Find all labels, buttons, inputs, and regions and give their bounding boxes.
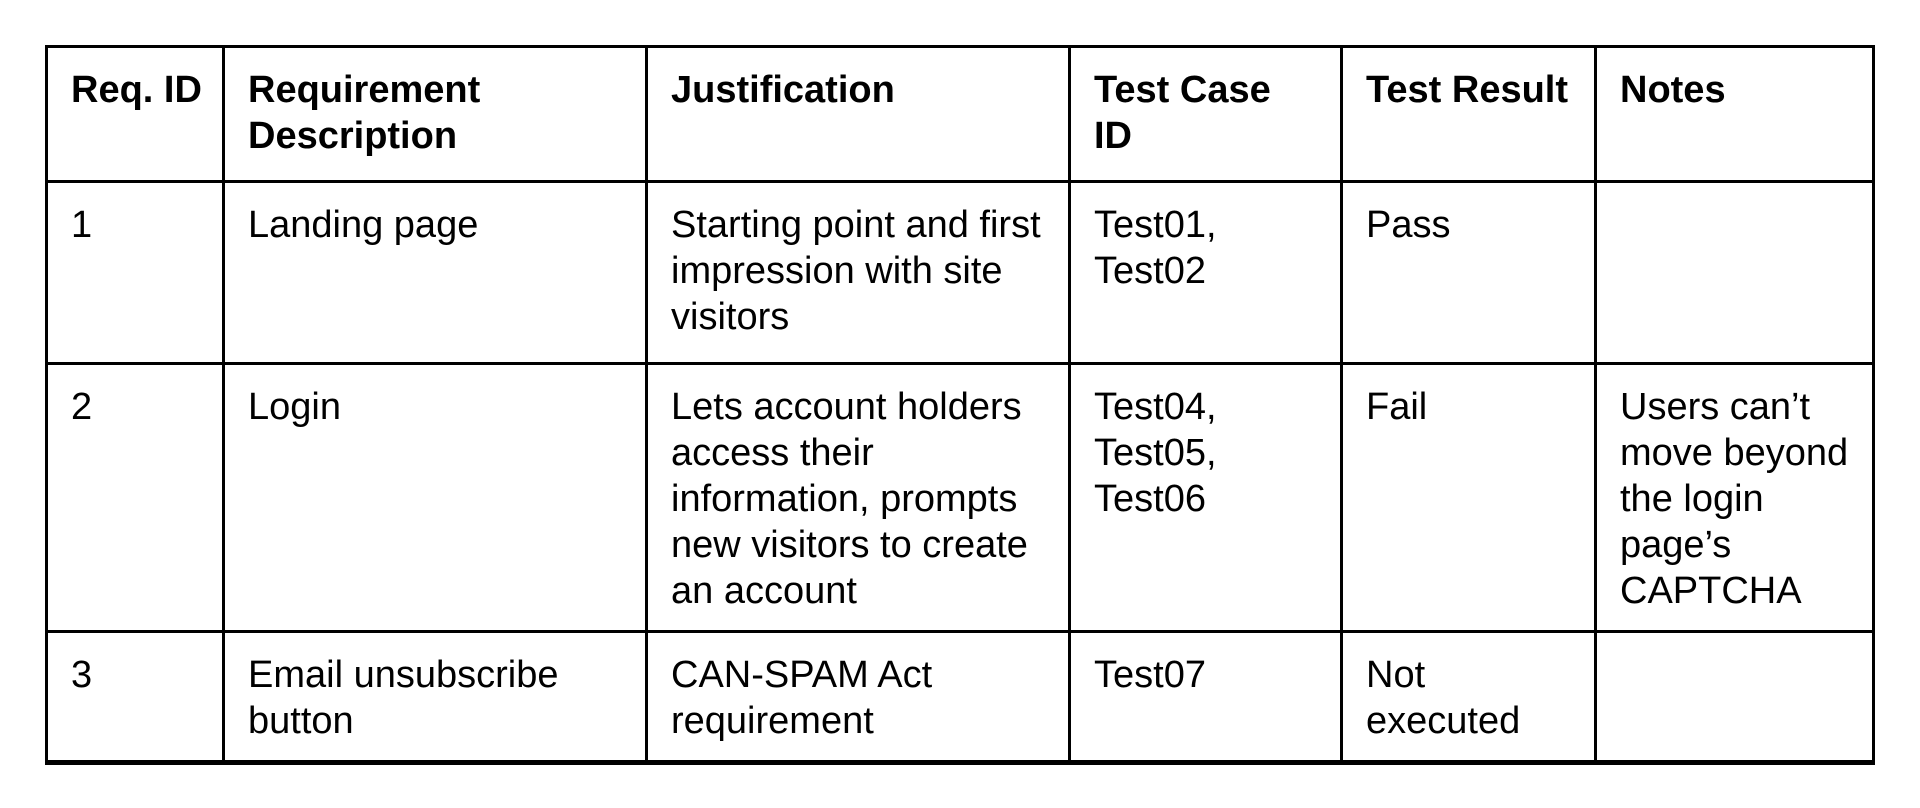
header-test-result: Test Result (1340, 45, 1597, 183)
table-header-row: Req. ID Requirement Description Justific… (45, 45, 1875, 183)
cell-requirement-description: Email unsubscribe button (222, 630, 648, 764)
cell-test-result: Fail (1340, 362, 1597, 633)
cell-notes: Users can’t move beyond the login page’s… (1594, 362, 1875, 633)
cell-justification: Starting point and first impression with… (645, 180, 1071, 365)
cell-test-result: Not executed (1340, 630, 1597, 764)
header-justification: Justification (645, 45, 1071, 183)
cell-justification: CAN-SPAM Act requirement (645, 630, 1071, 764)
cell-test-case-id: Test01, Test02 (1068, 180, 1343, 365)
cell-req-id: 1 (45, 180, 225, 365)
cell-req-id: 3 (45, 630, 225, 764)
header-notes: Notes (1594, 45, 1875, 183)
table-row: 2 Login Lets account holders access thei… (45, 362, 1875, 633)
header-req-id: Req. ID (45, 45, 225, 183)
cell-justification: Lets account holders access their inform… (645, 362, 1071, 633)
cell-notes (1594, 180, 1875, 365)
cell-requirement-description: Landing page (222, 180, 648, 365)
table-row: 3 Email unsubscribe button CAN-SPAM Act … (45, 630, 1875, 764)
cell-notes (1594, 630, 1875, 764)
cell-test-case-id: Test07 (1068, 630, 1343, 764)
cell-test-result: Pass (1340, 180, 1597, 365)
header-requirement-description: Requirement Description (222, 45, 648, 183)
cell-req-id: 2 (45, 362, 225, 633)
table-row: 1 Landing page Starting point and first … (45, 180, 1875, 365)
requirements-traceability-table: Req. ID Requirement Description Justific… (45, 45, 1875, 765)
cell-test-case-id: Test04, Test05, Test06 (1068, 362, 1343, 633)
header-test-case-id: Test Case ID (1068, 45, 1343, 183)
cell-requirement-description: Login (222, 362, 648, 633)
